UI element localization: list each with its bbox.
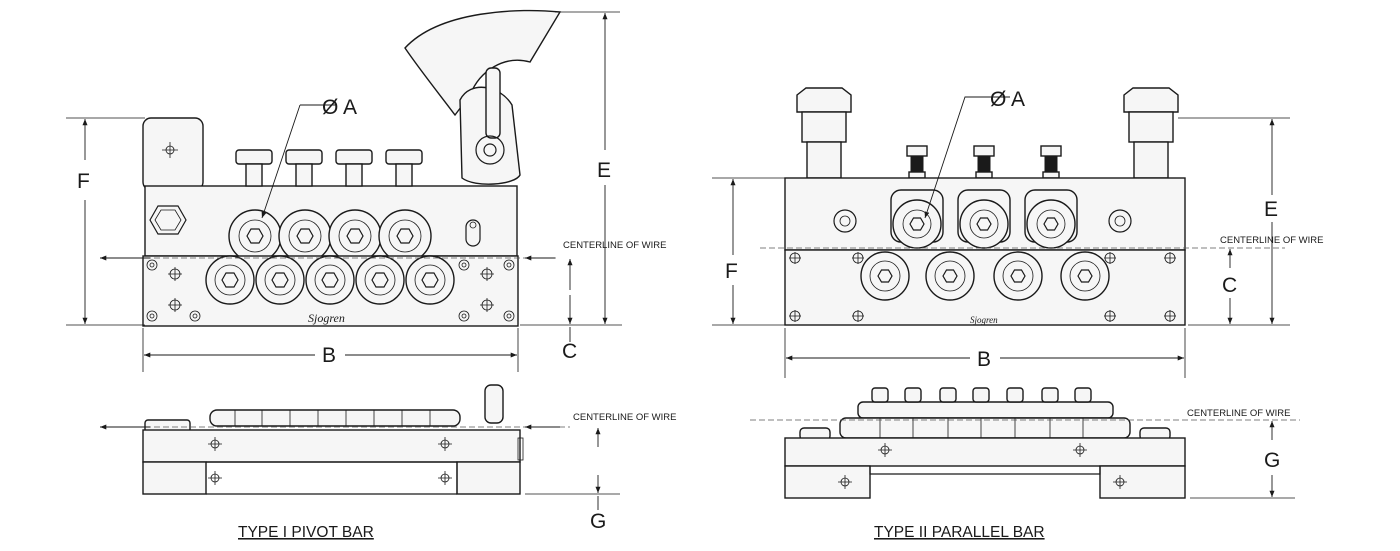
type1-brand: Sjogren bbox=[308, 311, 345, 325]
type1-front-view: Sjogren Ø A CENTERLINE OF WIRE F E C B bbox=[66, 9, 666, 372]
type2-side-foot-right bbox=[1099, 465, 1186, 499]
type1-pivot-pin bbox=[475, 135, 505, 165]
type2-upper-rollers bbox=[890, 189, 1078, 249]
type1-dim-b: B bbox=[322, 344, 336, 367]
type1-side-upper-block bbox=[142, 429, 521, 463]
type1-upper-rollers bbox=[228, 209, 432, 263]
type2-dia-label: Ø A bbox=[990, 88, 1025, 111]
type2-dim-g: G bbox=[1264, 449, 1280, 472]
type2-studs bbox=[906, 145, 1062, 179]
type1-dia-label: Ø A bbox=[322, 96, 357, 119]
type1-dim-c: C bbox=[562, 340, 577, 363]
type2-side-foot-left bbox=[784, 465, 871, 499]
type2-dim-e: E bbox=[1264, 198, 1278, 221]
type1-side-rollers bbox=[209, 409, 461, 427]
type2-side-upper-block bbox=[784, 437, 1186, 467]
type2-lower-rollers bbox=[860, 251, 1110, 301]
type2-dim-c: C bbox=[1222, 274, 1237, 297]
type2-base-screws bbox=[789, 252, 1176, 322]
type2-side-centerline-label: CENTERLINE OF WIRE bbox=[1187, 408, 1290, 419]
type1-slot bbox=[465, 219, 481, 247]
type2-dim-b: B bbox=[977, 348, 991, 371]
type1-adjustment-knobs bbox=[235, 149, 423, 187]
type1-dim-f: F bbox=[77, 170, 90, 193]
type1-hex-nut bbox=[149, 205, 187, 235]
type1-base-screws bbox=[146, 259, 515, 322]
type1-dim-g: G bbox=[590, 510, 606, 533]
type1-bracket bbox=[142, 117, 204, 191]
type2-brand: Sjogren bbox=[970, 315, 998, 325]
type2-side-holes bbox=[838, 443, 1127, 489]
type1-side-view: CENTERLINE OF WIRE G TYPE I PIVOT BAR bbox=[100, 384, 676, 541]
type1-side-foot-left bbox=[142, 461, 207, 495]
type1-dia-leader bbox=[262, 104, 335, 218]
type2-front-view: Sjogren Ø A CENTERLINE OF WIRE F E C B bbox=[712, 87, 1323, 378]
type2-title: TYPE II PARALLEL BAR bbox=[874, 524, 1045, 541]
type1-centerline-label: CENTERLINE OF WIRE bbox=[563, 240, 666, 251]
type1-side-foot-right bbox=[456, 461, 521, 495]
type1-dim-e: E bbox=[597, 159, 611, 182]
type2-side-roller-stack bbox=[839, 387, 1131, 439]
type1-title: TYPE I PIVOT BAR bbox=[238, 524, 374, 541]
type2-dia-leader bbox=[924, 96, 1010, 219]
type2-posts bbox=[796, 87, 1179, 179]
type2-dim-f: F bbox=[725, 260, 738, 283]
type1-side-holes bbox=[208, 437, 452, 485]
type2-base-plate bbox=[784, 249, 1186, 326]
type1-lever bbox=[485, 67, 501, 139]
type2-side-view: CENTERLINE OF WIRE G TYPE II PARALLEL BA… bbox=[750, 387, 1300, 541]
type1-pivot-handle bbox=[404, 9, 562, 117]
type1-lower-rollers bbox=[205, 255, 455, 305]
type1-side-centerline-label: CENTERLINE OF WIRE bbox=[573, 412, 676, 423]
type1-side-lever bbox=[484, 384, 504, 424]
